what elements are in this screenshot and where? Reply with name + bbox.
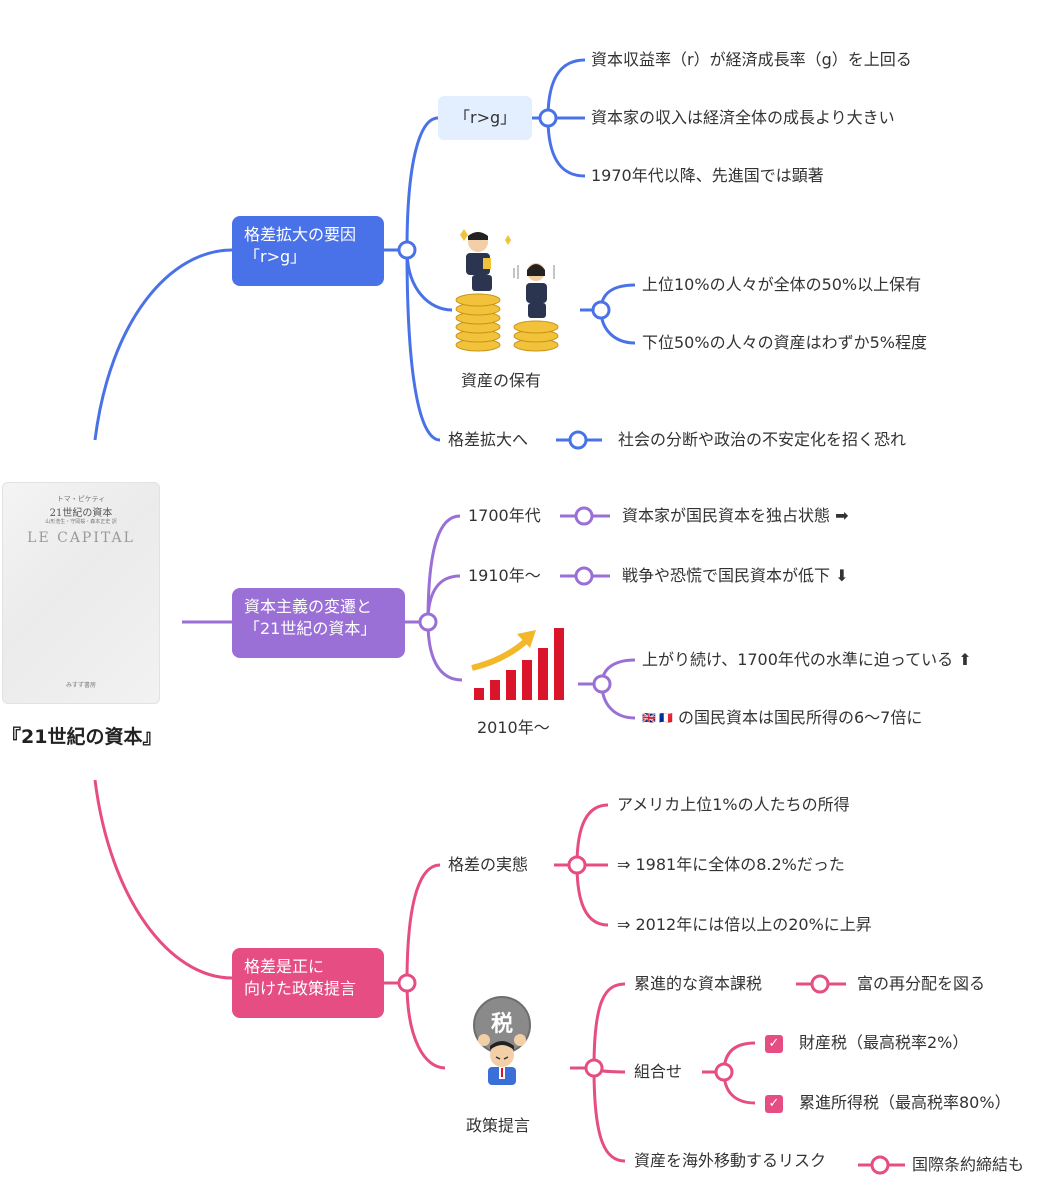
combo-item: 財産税（最高税率2%） xyxy=(799,1033,969,1052)
reality-item: アメリカ上位1%の人たちの所得 xyxy=(617,795,850,814)
branch-inequality-causes[interactable]: 格差拡大の要因 「r>g」 xyxy=(232,216,384,286)
root-title: 『21世紀の資本』 xyxy=(2,726,162,748)
risk-label: 資産を海外移動するリスク xyxy=(634,1151,827,1170)
rg-item: 1970年代以降、先進国では顕著 xyxy=(591,166,824,185)
period-2010-item: 上がり続け、1700年代の水準に迫っている ⬆ xyxy=(642,650,972,669)
combo-label: 組合せ xyxy=(634,1062,683,1081)
branch-policy-proposals[interactable]: 格差是正に 向けた政策提言 xyxy=(232,948,384,1018)
period-2010-item: の国民資本は国民所得の6〜7倍に xyxy=(677,708,923,727)
branch-label-line1: 格差是正に xyxy=(244,957,325,976)
progressive-label: 累進的な資本課税 xyxy=(634,974,763,993)
period-1910-label: 1910年〜 xyxy=(468,566,541,585)
reality-label: 格差の実態 xyxy=(448,855,529,874)
spread-label: 格差拡大へ xyxy=(448,430,529,449)
spread-item: 社会の分断や政治の不安定化を招く恐れ xyxy=(618,430,907,449)
branch-label-line2: 「r>g」 xyxy=(244,247,307,266)
reality-item: ⇒ 1981年に全体の8.2%だった xyxy=(617,855,845,874)
book-author: トマ・ピケティ xyxy=(56,495,106,503)
period-2010-label: 2010年〜 xyxy=(477,718,550,737)
uk-france-flag-icon: 🇬🇧 🇫🇷 xyxy=(642,711,673,725)
rg-item: 資本家の収入は経済全体の成長より大きい xyxy=(591,108,895,127)
coins-illustration xyxy=(455,229,559,352)
book-subtitle: LE CAPITAL xyxy=(27,530,135,546)
assets-label: 資産の保有 xyxy=(461,371,542,390)
checkbox-checked-icon[interactable]: ✓ xyxy=(765,1095,783,1113)
rg-item: 資本収益率（r）が経済成長率（g）を上回る xyxy=(591,50,912,69)
book-translators: 山形浩生・守岡桜・森本正史 訳 xyxy=(45,519,117,525)
book-publisher: みすず書房 xyxy=(65,682,96,689)
branch-label-line2: 「21世紀の資本」 xyxy=(244,619,377,638)
progressive-item: 富の再分配を図る xyxy=(857,974,986,993)
period-1700-label: 1700年代 xyxy=(468,506,541,525)
combo-item: 累進所得税（最高税率80%） xyxy=(799,1093,1011,1112)
branch-label-line2: 向けた政策提言 xyxy=(244,979,357,998)
checkbox-checked-icon[interactable]: ✓ xyxy=(765,1035,783,1053)
tax-badge: 税 xyxy=(491,1012,514,1037)
tax-burden-illustration xyxy=(473,996,531,1085)
rising-chart-illustration xyxy=(471,628,564,700)
rg-tag[interactable]: 「r>g」 xyxy=(438,96,533,140)
book-cover-image: トマ・ピケティ 21世紀の資本 山形浩生・守岡桜・森本正史 訳 LE CAPIT… xyxy=(2,482,160,704)
period-2010-item-flags: 🇬🇧 🇫🇷 の国民資本は国民所得の6〜7倍に xyxy=(642,708,922,729)
branch-capitalism-history[interactable]: 資本主義の変遷と 「21世紀の資本」 xyxy=(232,588,405,658)
assets-item: 下位50%の人々の資産はわずか5%程度 xyxy=(642,333,927,352)
policy-label: 政策提言 xyxy=(466,1116,531,1135)
risk-item: 国際条約締結も xyxy=(912,1155,1025,1174)
assets-item: 上位10%の人々が全体の50%以上保有 xyxy=(642,275,922,294)
branch-label-line1: 格差拡大の要因 xyxy=(244,225,357,244)
branch-label-line1: 資本主義の変遷と xyxy=(244,597,373,616)
period-1700-item: 資本家が国民資本を独占状態 ➡ xyxy=(622,506,849,525)
book-cover-title: 21世紀の資本 xyxy=(49,508,113,519)
reality-item: ⇒ 2012年には倍以上の20%に上昇 xyxy=(617,915,872,934)
period-1910-item: 戦争や恐慌で国民資本が低下 ⬇ xyxy=(622,566,849,585)
